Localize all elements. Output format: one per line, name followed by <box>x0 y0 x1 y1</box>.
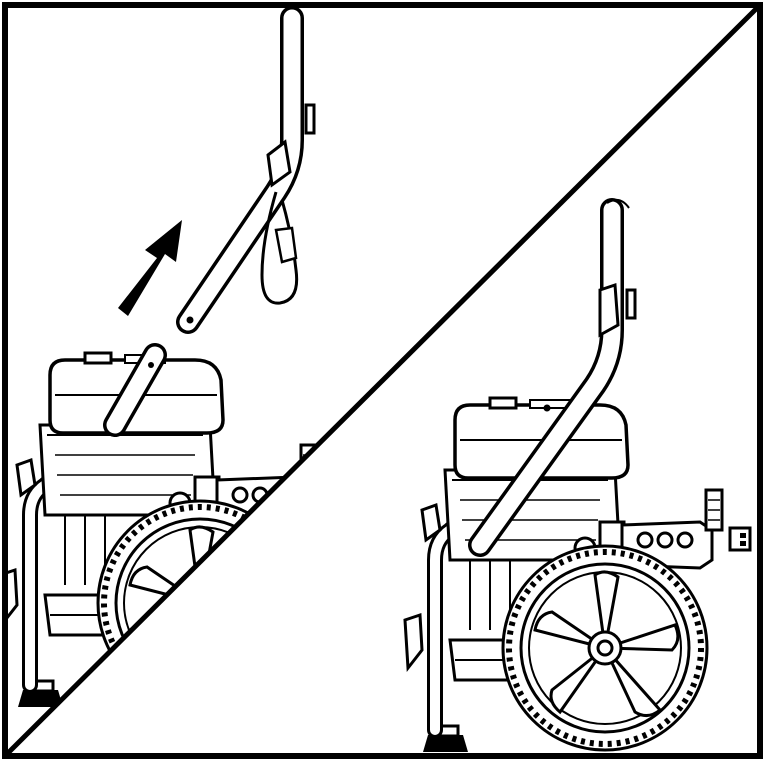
up-right-arrow-icon <box>118 220 182 316</box>
detached-handle <box>176 8 316 334</box>
assembled-pressure-washer <box>405 200 750 752</box>
panel-before <box>0 8 345 707</box>
pressure-washer-unit <box>0 343 345 707</box>
panel-after <box>405 200 750 752</box>
panel-divider <box>6 6 759 755</box>
